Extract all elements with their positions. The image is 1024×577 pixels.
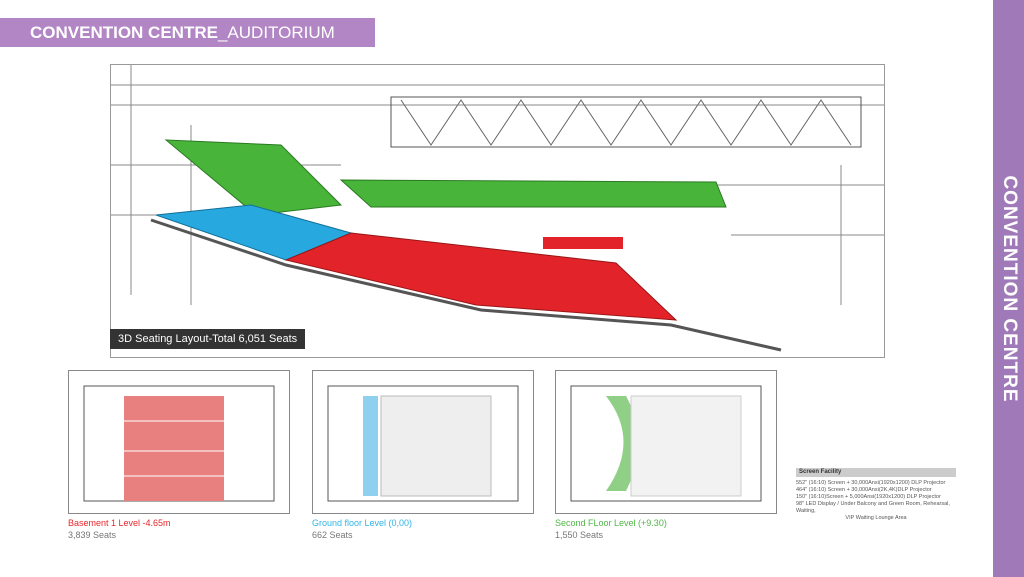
floor-plan-basement <box>68 370 290 514</box>
floor-plan-ground <box>312 370 534 514</box>
second-label: Second FLoor Level (+9.30) 1,550 Seats <box>555 518 667 540</box>
render-caption: 3D Seating Layout-Total 6,051 Seats <box>110 329 306 349</box>
level-name: Second FLoor Level (+9.30) <box>555 518 667 528</box>
auditorium-3d-illustration <box>111 65 884 352</box>
3d-seating-render <box>110 64 885 358</box>
title-sub: _AUDITORIUM <box>217 23 335 42</box>
seat-count: 662 Seats <box>312 530 353 540</box>
facility-line: VIP Waiting Lounge Area <box>845 515 907 521</box>
basement-plan-drawing <box>83 385 275 502</box>
facility-line: 98" LED Display / Under Balcony and Gree… <box>796 501 950 514</box>
title-main: CONVENTION CENTRE <box>30 23 218 42</box>
second-plan-drawing <box>570 385 762 502</box>
level-name: Ground floor Level (0,00) <box>312 518 413 528</box>
sidebar-label: CONVENTION CENTRE <box>998 174 1020 403</box>
facility-line: 552" (16:10) Screen + 30,000Ansi(1920x12… <box>796 480 946 486</box>
ground-plan-drawing <box>327 385 519 502</box>
floor-plan-second <box>555 370 777 514</box>
seat-count: 3,839 Seats <box>68 530 117 540</box>
basement-label: Basement 1 Level -4.65m 3,839 Seats <box>68 518 171 540</box>
facility-line: 150" (16:10)Screen + 5,000Ansi(1920x1200… <box>796 494 941 500</box>
ground-label: Ground floor Level (0,00) 662 Seats <box>312 518 412 540</box>
seat-count: 1,550 Seats <box>555 530 604 540</box>
sidebar-banner: CONVENTION CENTRE <box>993 0 1024 577</box>
facility-line: 464" (16:10) Screen + 30,000Ansi(2K,4K)D… <box>796 487 932 493</box>
facility-heading: Screen Facility <box>796 468 956 477</box>
page-title: CONVENTION CENTRE_AUDITORIUM <box>0 18 375 47</box>
screen-facility-box: Screen Facility 552" (16:10) Screen + 30… <box>796 468 956 522</box>
level-name: Basement 1 Level -4.65m <box>68 518 171 528</box>
